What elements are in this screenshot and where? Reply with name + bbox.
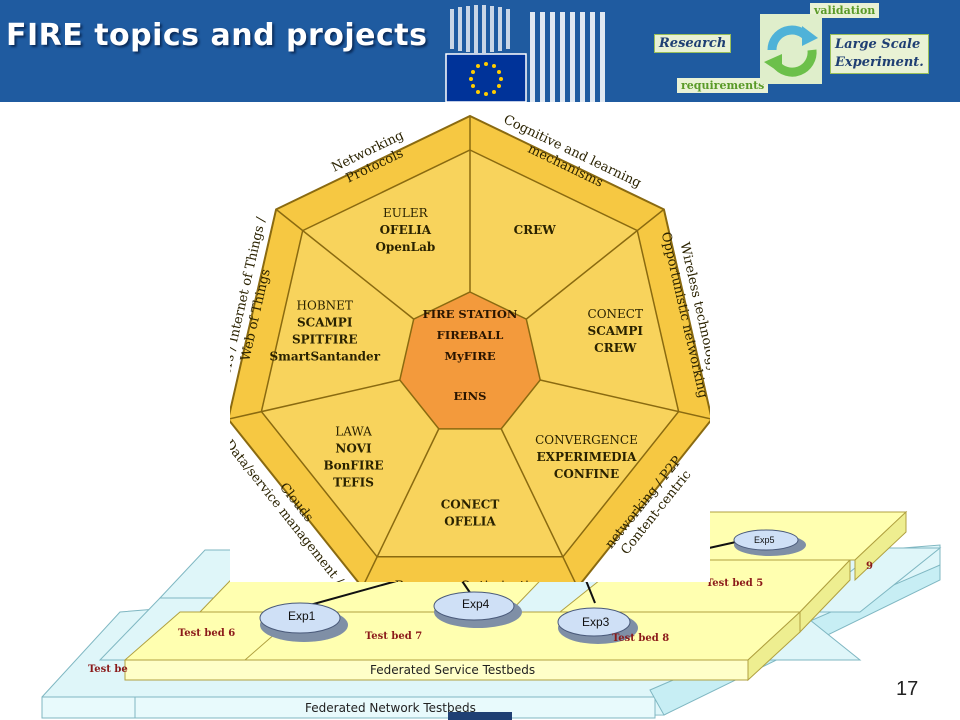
sector-divider	[275, 208, 415, 320]
testbed-7-label: Test bed 7	[365, 631, 422, 642]
exp1-cloud	[259, 602, 348, 642]
center-project-text: MyFIRE	[444, 349, 496, 363]
sector-project-text: CONFINE	[554, 467, 619, 481]
sector-project-text: NOVI	[335, 441, 372, 455]
sector-divider	[540, 379, 710, 420]
sector-divider	[500, 428, 576, 582]
exp4-cloud	[433, 591, 522, 628]
sector-project-text: CREW	[514, 223, 557, 237]
sector-project-text: CONVERGENCE	[535, 433, 638, 447]
testbed-6-label: Test bed 6	[178, 628, 235, 639]
cycle-experiment-line1: Large Scale	[835, 37, 921, 52]
cycle-validation-label: validation	[810, 3, 880, 18]
research-cycle-diagram: validation Research Large Scale Experime…	[650, 0, 960, 102]
cycle-arrows-icon	[760, 14, 822, 84]
sector-project-text: BonFIRE	[323, 458, 383, 472]
sector-project-text: OpenLab	[375, 240, 435, 254]
sector-project-text: OFELIA	[444, 515, 496, 529]
testbed-9-partial-label: 9	[866, 561, 873, 572]
slide-title: FIRE topics and projects	[6, 18, 428, 53]
exp5-label: Exp5	[754, 535, 775, 545]
sector-project-text: CONECT	[441, 498, 500, 512]
european-commission-logo	[445, 5, 605, 102]
sector-project-text: SPITFIRE	[292, 332, 357, 346]
exp4-label: Exp4	[462, 597, 490, 611]
sector-project-text: EULER	[383, 206, 429, 220]
center-project-text: FIRE STATION	[423, 307, 518, 321]
sector-project-text: TEFIS	[333, 475, 374, 489]
testbed-stack: Exp1 Exp4 Exp3 Exp5 Test bed 5 Test bed …	[41, 510, 942, 720]
cycle-requirements-label: requirements	[677, 78, 769, 93]
header-bar: FIRE topics and projects validation Rese…	[0, 0, 960, 102]
sector-project-text: LAWA	[335, 424, 372, 438]
sector-project-text: OFELIA	[380, 223, 432, 237]
exp3-label: Exp3	[582, 615, 610, 629]
sector-project-text: CREW	[594, 341, 637, 355]
sector-project-text: SmartSantander	[269, 349, 380, 363]
center-project-text: EINS	[454, 389, 487, 403]
testbed-5-label: Test bed 5	[706, 578, 763, 589]
exp5-cloud	[733, 529, 806, 556]
sector-divider	[364, 428, 440, 582]
sector-topic-text: Resource Optimization	[395, 579, 546, 582]
sector-project-text: HOBNET	[297, 298, 353, 312]
exp1-label: Exp1	[288, 609, 316, 623]
testbed-partial-label: Test be	[88, 664, 128, 675]
exp3-cloud	[557, 607, 638, 644]
slide-number: 17	[896, 678, 919, 700]
cycle-research-label: Research	[654, 34, 732, 53]
fire-heptagon-diagram: Cognitive and learningmechanismsCREWWire…	[230, 112, 710, 582]
sector-project-text: EXPERIMEDIA	[537, 450, 638, 464]
sector-divider	[525, 208, 665, 320]
sector-project-text: SCAMPI	[588, 324, 644, 338]
cycle-experiment-line2: Experiment.	[835, 55, 924, 70]
federated-service-label: Federated Service Testbeds	[370, 663, 535, 677]
center-project-text: FIREBALL	[437, 328, 504, 342]
center-heptagon	[398, 291, 542, 430]
cycle-experiment-label: Large Scale Experiment.	[830, 34, 929, 74]
sector-project-text: CONECT	[588, 307, 643, 321]
sector-divider	[230, 379, 400, 420]
testbed-8-label: Test bed 8	[612, 633, 669, 644]
federated-network-label: Federated Network Testbeds	[305, 701, 476, 715]
sector-project-text: SCAMPI	[297, 315, 353, 329]
